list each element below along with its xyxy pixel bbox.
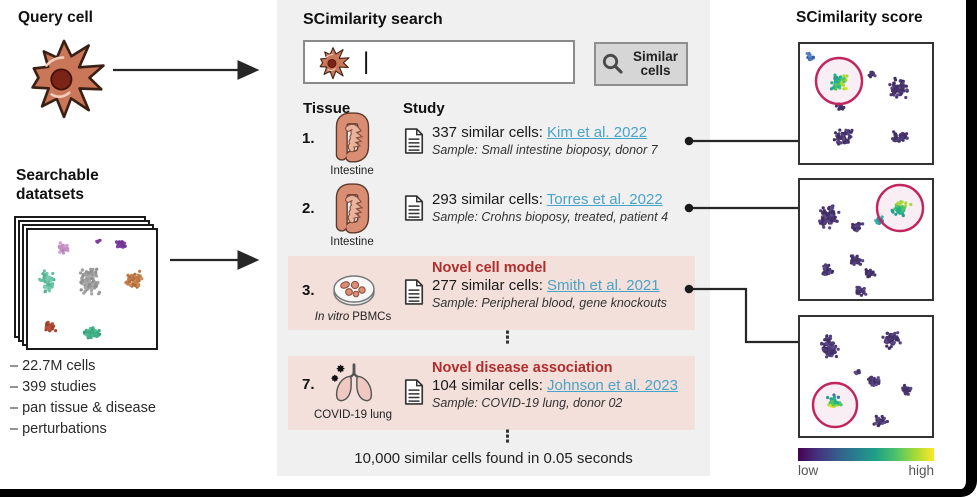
tissue-caption-7-text: COVID-19 lung: [314, 409, 392, 421]
result-rank-7: 7.: [302, 376, 315, 393]
search-panel-title: SCimilarity search: [303, 11, 443, 28]
result-rank-1: 1.: [302, 130, 315, 147]
petri-dish-icon: [333, 275, 375, 306]
intestine-icon: [329, 182, 375, 234]
umap-score-plot-2: [818, 183, 925, 297]
study-link-3[interactable]: Smith et al. 2021: [547, 277, 660, 294]
umap-score-plot-3: [811, 331, 913, 429]
score-panel-3: [798, 315, 934, 438]
tissue-caption-1: Intestine: [304, 165, 400, 177]
query-cell-chip-icon: [319, 47, 350, 80]
search-summary-text: 10,000 similar cells found in 0.05 secon…: [354, 450, 633, 467]
result-count-2-text: 293 similar cells:: [432, 191, 547, 208]
query-cell-icon: [31, 39, 105, 119]
novel-label-7: Novel disease association: [432, 360, 613, 376]
score-panel-1: [798, 42, 934, 165]
dataset-stats-list: – 22.7M cells – 399 studies – pan tissue…: [10, 356, 156, 440]
datasets-title: Searchable datatsets: [16, 166, 99, 204]
document-icon: [404, 195, 424, 221]
stat-perturbations: – perturbations: [10, 421, 107, 437]
stat-studies: – 399 studies: [10, 379, 97, 395]
column-header-tissue: Tissue: [303, 100, 351, 117]
text-cursor: |: [363, 48, 370, 75]
ellipsis-upper: ⋮: [499, 328, 516, 348]
dataset-umap-plot: [38, 238, 144, 340]
score-colorbar: [798, 448, 934, 461]
intestine-icon: [329, 111, 375, 163]
score-panel-2: [798, 178, 934, 301]
result-sample-3: Sample: Peripheral blood, gene knockouts: [432, 296, 667, 310]
result-count-3-text: 277 similar cells:: [432, 277, 548, 294]
score-panel-title: SCimilarity score: [796, 9, 923, 26]
colorbar-high-label: high: [908, 463, 934, 478]
column-header-study: Study: [403, 100, 445, 117]
colorbar-low-label: low: [798, 463, 819, 478]
result-count-1-text: 337 similar cells:: [432, 124, 548, 141]
tissue-caption-3-italic: In vitro: [314, 311, 350, 323]
result-count-1: 337 similar cells: Kim et al. 2022: [432, 124, 647, 141]
result-count-7-text: 104 similar cells:: [432, 377, 548, 394]
similar-cells-button[interactable]: Similar cells: [594, 42, 688, 86]
result-count-2: 293 similar cells: Torres et al. 2022: [432, 191, 663, 208]
result-rank-3: 3.: [302, 282, 315, 299]
result-rank-2: 2.: [302, 200, 315, 217]
tissue-caption-7: COVID-19 lung: [298, 409, 408, 421]
stat-cells: – 22.7M cells: [10, 358, 96, 374]
query-cell-title: Query cell: [18, 9, 93, 26]
result-sample-1: Sample: Small intestine bioposy, donor 7: [432, 143, 658, 157]
search-input[interactable]: |: [303, 40, 575, 84]
result-sample-2: Sample: Crohns bioposy, treated, patient…: [432, 210, 669, 224]
umap-score-plot-1: [805, 51, 909, 146]
highlight-row-7: [288, 356, 695, 430]
similar-cells-button-label: Similar cells: [632, 49, 679, 78]
dataset-stack: [14, 216, 164, 356]
tissue-caption-1-text: Intestine: [330, 165, 374, 177]
novel-label-3: Novel cell model: [432, 260, 547, 276]
tissue-caption-2: Intestine: [304, 236, 400, 248]
study-link-7[interactable]: Johnson et al. 2023: [547, 377, 678, 394]
virus-particle-icon: [331, 374, 339, 382]
study-link-1[interactable]: Kim et al. 2022: [547, 124, 648, 141]
dataset-sheet-front: [26, 228, 158, 350]
ellipsis-lower: ⋮: [499, 427, 516, 447]
result-count-7: 104 similar cells: Johnson et al. 2023: [432, 377, 678, 394]
document-icon: [404, 379, 424, 405]
score-colorbar-labels: low high: [798, 463, 934, 478]
tissue-caption-2-text: Intestine: [330, 236, 374, 248]
result-count-3: 277 similar cells: Smith et al. 2021: [432, 277, 660, 294]
result-sample-7: Sample: COVID-19 lung, donor 02: [432, 396, 623, 410]
datasets-title-line2: datatsets: [16, 186, 85, 203]
document-icon: [404, 279, 424, 305]
datasets-title-line1: Searchable: [16, 167, 99, 184]
covid-lung-icon: [331, 363, 373, 402]
study-link-2[interactable]: Torres et al. 2022: [546, 191, 663, 208]
search-icon: [602, 53, 623, 74]
stat-tissue-disease: – pan tissue & disease: [10, 400, 156, 416]
document-icon: [404, 128, 424, 154]
tissue-caption-3-text: PBMCs: [352, 311, 392, 323]
virus-particle-icon: [336, 364, 345, 373]
